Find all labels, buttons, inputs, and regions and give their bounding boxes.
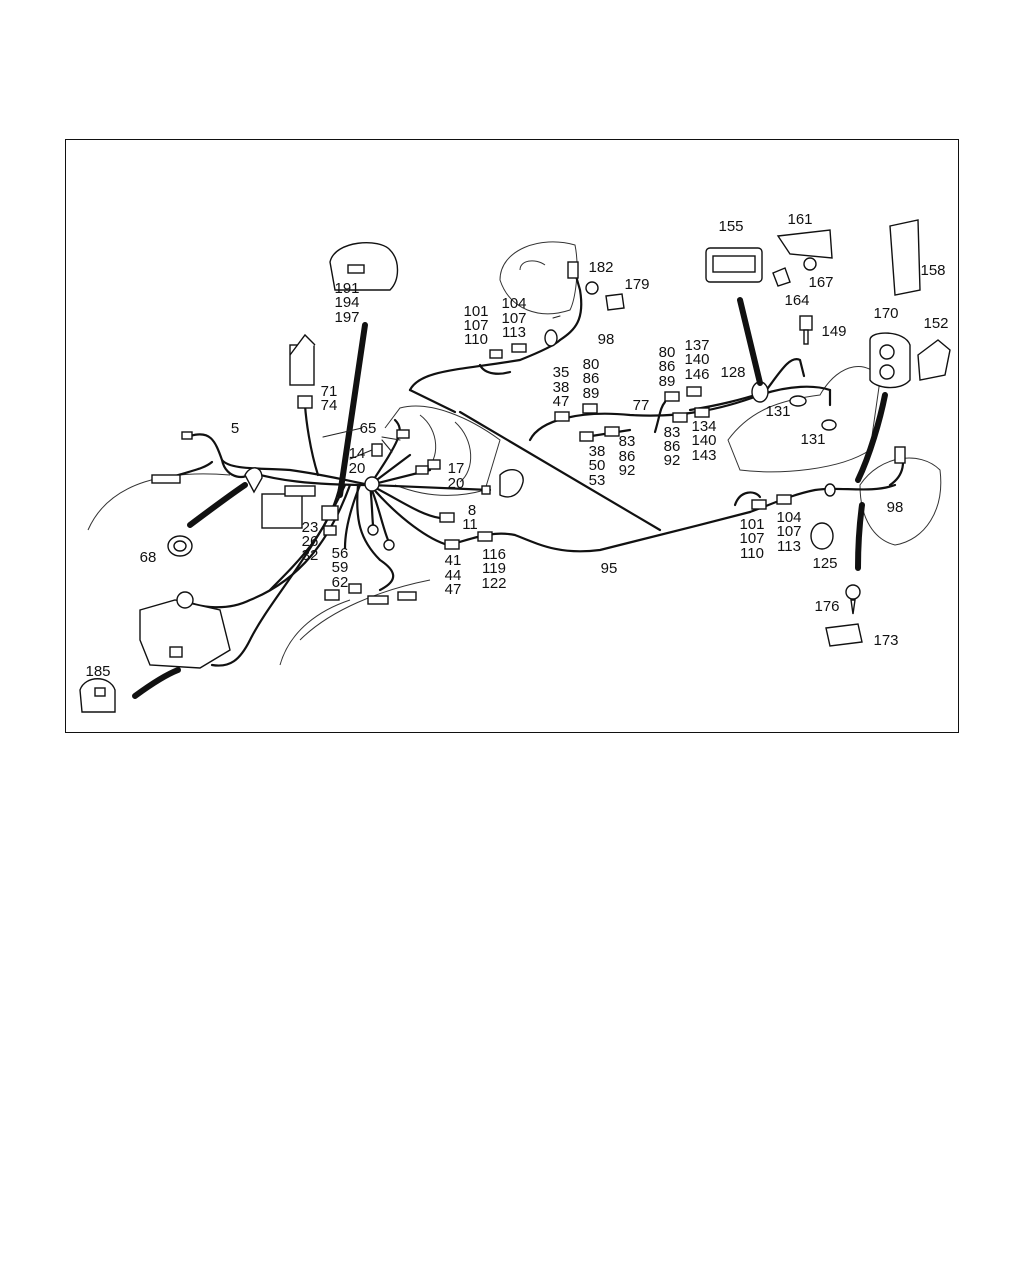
part-label-92a: 92 (619, 462, 636, 479)
part-label-104a: 104 (501, 295, 526, 312)
part-label-74: 74 (321, 397, 338, 414)
part-label-197: 197 (334, 309, 359, 326)
part-label-98b: 98 (887, 499, 904, 516)
part-label-11: 11 (462, 516, 478, 533)
part-label-149: 149 (821, 323, 846, 340)
part-label-95: 95 (601, 560, 618, 577)
part-label-83a: 83 (619, 433, 636, 450)
part-label-53: 53 (589, 472, 606, 489)
part-label-101b: 101 (739, 516, 764, 533)
part-label-131a: 131 (765, 403, 790, 420)
part-label-47a: 47 (553, 393, 570, 410)
part-label-143: 143 (691, 447, 716, 464)
part-label-71: 71 (321, 383, 338, 400)
part-label-89b: 89 (659, 373, 676, 390)
part-label-77: 77 (633, 397, 650, 414)
part-label-41: 41 (445, 552, 462, 569)
part-label-8: 8 (468, 502, 476, 519)
part-label-137: 137 (684, 337, 709, 354)
part-label-68: 68 (140, 549, 157, 566)
diagram-frame (65, 139, 959, 733)
part-label-107b: 107 (501, 310, 526, 327)
part-label-35: 35 (553, 364, 570, 381)
part-label-176: 176 (814, 598, 839, 615)
part-label-38a: 38 (553, 379, 570, 396)
part-label-107c: 107 (739, 530, 764, 547)
part-label-167: 167 (808, 274, 833, 291)
part-label-44: 44 (445, 567, 462, 584)
part-label-65: 65 (360, 420, 377, 437)
part-label-62: 62 (332, 574, 349, 591)
part-label-32: 32 (302, 547, 319, 564)
part-label-20b: 20 (448, 475, 465, 492)
part-label-173: 173 (873, 632, 898, 649)
part-label-101a: 101 (463, 303, 488, 320)
part-label-191: 191 (334, 280, 359, 297)
connector-parts (79, 219, 951, 713)
part-label-185: 185 (85, 663, 110, 680)
part-label-80b: 80 (659, 344, 676, 361)
part-label-86a: 86 (583, 370, 600, 387)
part-label-17: 17 (448, 460, 465, 477)
part-label-119: 119 (482, 560, 506, 577)
part-label-131b: 131 (800, 431, 825, 448)
part-label-23: 23 (302, 519, 319, 536)
part-label-56: 56 (332, 545, 349, 562)
part-label-146: 146 (684, 366, 709, 383)
part-label-86d: 86 (664, 438, 681, 455)
part-label-104b: 104 (776, 509, 801, 526)
part-label-158: 158 (920, 262, 945, 279)
part-label-164: 164 (784, 292, 809, 309)
part-label-125: 125 (812, 555, 837, 572)
part-label-83b: 83 (664, 424, 681, 441)
part-label-80a: 80 (583, 356, 600, 373)
part-label-194: 194 (334, 294, 359, 311)
part-label-182: 182 (588, 259, 613, 276)
part-label-20a: 20 (349, 460, 366, 477)
part-label-140b: 140 (691, 432, 716, 449)
part-label-98a: 98 (598, 331, 615, 348)
part-label-155: 155 (718, 218, 743, 235)
part-label-50: 50 (589, 457, 606, 474)
part-label-5: 5 (231, 420, 239, 437)
part-label-47b: 47 (445, 581, 462, 598)
part-label-92b: 92 (664, 452, 681, 469)
part-label-140a: 140 (684, 351, 709, 368)
part-label-113a: 113 (502, 324, 526, 341)
part-label-107a: 107 (463, 317, 488, 334)
part-label-116: 116 (482, 546, 506, 563)
part-label-110a: 110 (464, 331, 488, 348)
part-label-86b: 86 (659, 358, 676, 375)
part-label-170: 170 (873, 305, 898, 322)
part-label-128: 128 (720, 364, 745, 381)
part-label-86c: 86 (619, 448, 636, 465)
part-label-134: 134 (691, 418, 716, 435)
part-label-152: 152 (923, 315, 948, 332)
part-label-122: 122 (481, 575, 506, 592)
part-label-26: 26 (302, 533, 319, 550)
pointer-arrows (132, 297, 888, 699)
leader-lines (322, 315, 561, 460)
part-label-14: 14 (349, 445, 366, 462)
part-label-59: 59 (332, 559, 349, 576)
part-label-113b: 113 (777, 538, 801, 555)
part-label-38b: 38 (589, 443, 606, 460)
part-label-179: 179 (624, 276, 649, 293)
part-label-89a: 89 (583, 385, 600, 402)
part-label-110b: 110 (740, 545, 764, 562)
part-label-107d: 107 (776, 523, 801, 540)
part-label-161: 161 (787, 211, 812, 228)
